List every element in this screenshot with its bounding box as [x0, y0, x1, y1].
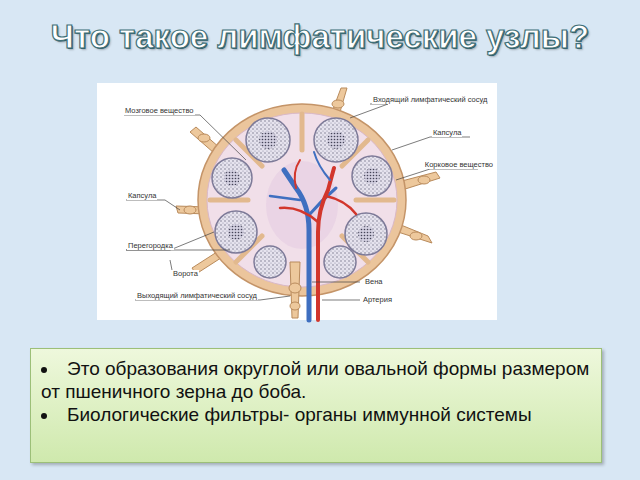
part-label: Выходящий лимфатический сосуд [136, 292, 258, 300]
bullet-item: Это образования округлой или овальной фо… [41, 357, 591, 403]
part-label: Корковое вещество [424, 161, 494, 169]
part-label: Капсула [432, 129, 462, 137]
part-label: Артерия [362, 296, 393, 304]
leader-lines [124, 104, 478, 300]
bullet-list: Это образования округлой или овальной фо… [31, 349, 601, 435]
figure-frame [97, 83, 497, 320]
efferent-vessel [289, 262, 301, 318]
blood-vessels [270, 152, 356, 320]
part-label: Ворота [172, 270, 199, 278]
text-panel: Это образования округлой или овальной фо… [30, 348, 602, 463]
part-label: Вена [364, 278, 384, 286]
part-label: Капсула [127, 192, 157, 200]
part-label: Мозговое вещество [124, 107, 195, 115]
part-label: Перегородка [127, 242, 174, 250]
bullet-item: Биологические фильтры- органы иммунной с… [41, 403, 591, 426]
trabeculae [210, 114, 394, 262]
part-label: Входящий лимфатический сосуд [372, 96, 488, 104]
medulla [266, 161, 338, 249]
slide-title: Что такое лимфатические узлы? [0, 18, 640, 56]
